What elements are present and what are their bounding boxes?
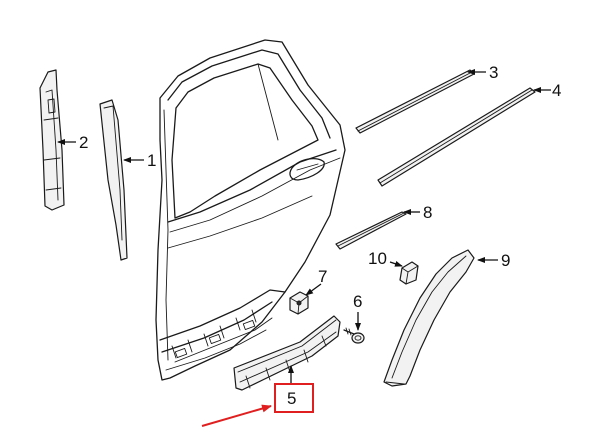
callout-8-label: 8 (423, 203, 432, 222)
part-2-pillar-trim (39, 69, 65, 211)
part-9-wheel-arch-molding (383, 249, 475, 387)
part-10-bumper (399, 261, 419, 285)
callout-5-highlight-box (274, 383, 314, 413)
callout-7: 7 (305, 267, 327, 296)
part-5-lower-molding (233, 315, 341, 391)
part-6-screw (343, 327, 365, 344)
callout-2-label: 2 (79, 133, 88, 152)
callout-7-label: 7 (318, 267, 327, 286)
callout-9: 9 (477, 251, 510, 270)
callout-8: 8 (403, 203, 432, 222)
callout-3-label: 3 (489, 63, 498, 82)
callout-10-label: 10 (368, 249, 387, 268)
callout-3: 3 (467, 63, 498, 82)
callout-2: 2 (57, 133, 88, 152)
part-4-weatherstrip (377, 87, 536, 187)
part-1-applique (99, 99, 128, 261)
callout-5: 5 (201, 365, 314, 427)
part-7-clip (289, 291, 309, 315)
callout-1-label: 1 (147, 151, 156, 170)
callout-4: 4 (533, 81, 561, 100)
part-3-belt-molding (355, 69, 475, 134)
callout-9-label: 9 (501, 251, 510, 270)
callout-6: 6 (353, 292, 362, 331)
callout-10: 10 (368, 249, 403, 268)
part-8-molding-strip (335, 211, 407, 250)
rear-door-shell (155, 39, 346, 381)
callout-6-label: 6 (353, 292, 362, 311)
callout-5-label: 5 (287, 389, 296, 408)
callout-1: 1 (123, 151, 156, 170)
callout-5-highlight-arrow (201, 404, 272, 427)
callout-4-label: 4 (552, 81, 561, 100)
